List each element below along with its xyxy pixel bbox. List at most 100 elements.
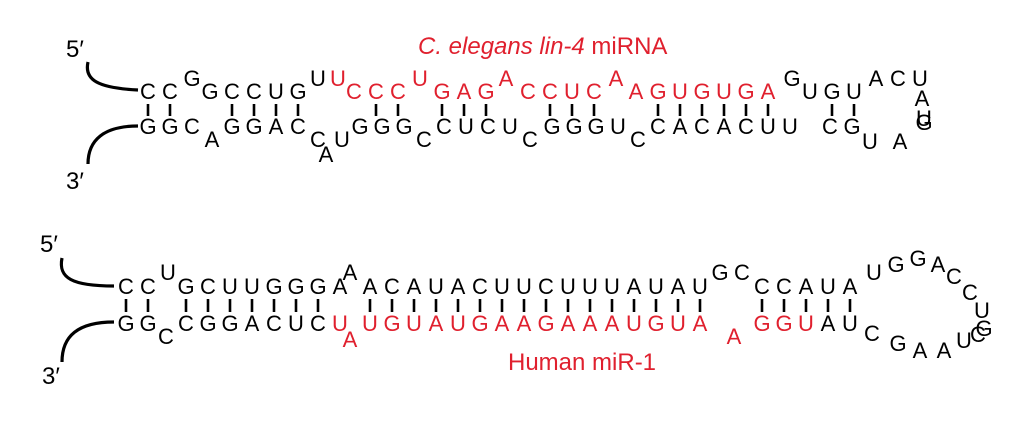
bottom-nucleotide: G (537, 311, 554, 336)
bottom-nucleotide: U (610, 114, 626, 139)
top-nucleotide: G (737, 79, 754, 104)
top-nucleotide: G (477, 79, 494, 104)
bottom-nucleotide: C (480, 114, 496, 139)
bottom-nucleotide: A (605, 311, 620, 336)
five-prime-tail (59, 257, 115, 288)
top-nucleotide: U (428, 274, 444, 299)
top-nucleotide: G (265, 274, 282, 299)
top-nucleotide: U (412, 66, 428, 91)
top-nucleotide: G (823, 79, 840, 104)
hairpin-label: C. elegans lin-4 miRNA (418, 33, 667, 60)
top-nucleotide: U (222, 274, 238, 299)
top-nucleotide: C (962, 280, 978, 305)
top-nucleotide: U (846, 79, 862, 104)
bottom-nucleotide: C (310, 311, 326, 336)
top-nucleotide: A (627, 274, 642, 299)
five-prime-label: 5′ (40, 231, 58, 258)
top-nucleotide: C (118, 274, 134, 299)
bottom-nucleotide: C (290, 114, 306, 139)
bottom-nucleotide: G (543, 114, 560, 139)
top-nucleotide: C (776, 274, 792, 299)
three-prime-tail (86, 124, 139, 165)
bottom-nucleotide: C (864, 321, 880, 346)
bottom-nucleotide: A (937, 338, 952, 363)
bottom-nucleotide: A (205, 127, 220, 152)
bottom-nucleotide: U (956, 328, 972, 353)
bottom-nucleotide: C (184, 114, 200, 139)
top-nucleotide: C (520, 79, 536, 104)
three-prime-tail (60, 320, 115, 363)
top-nucleotide: A (457, 79, 472, 104)
bottom-nucleotide: A (717, 114, 732, 139)
bottom-nucleotide: U (502, 114, 518, 139)
top-nucleotide: C (140, 79, 156, 104)
bottom-nucleotide: G (565, 114, 582, 139)
top-nucleotide: A (869, 66, 884, 91)
top-nucleotide: U (912, 66, 928, 91)
bottom-nucleotide: A (495, 311, 510, 336)
top-nucleotide: A (671, 274, 686, 299)
label-name: Human miR-1 (508, 349, 656, 376)
bottom-nucleotide: C (650, 114, 666, 139)
top-nucleotide: C (368, 79, 384, 104)
bottom-nucleotide: A (343, 327, 358, 352)
bottom-nucleotide: U (670, 311, 686, 336)
top-nucleotide: A (407, 274, 422, 299)
top-nucleotide: A (915, 86, 930, 111)
top-nucleotide: G (975, 316, 992, 341)
top-nucleotide: C (384, 274, 400, 299)
top-nucleotide: G (711, 260, 728, 285)
bottom-nucleotide: G (139, 311, 156, 336)
base-pair-bonds (124, 299, 852, 312)
hairpin-label: Human miR-1 (508, 349, 656, 376)
top-nucleotide: U (330, 66, 346, 91)
top-nucleotide: G (887, 252, 904, 277)
bottom-nucleotide: G (383, 311, 400, 336)
top-nucleotide: C (754, 274, 770, 299)
bottom-nucleotide: A (517, 311, 532, 336)
top-nucleotide: C (200, 274, 216, 299)
label-species: C. elegans lin-4 (418, 33, 585, 60)
bottom-nucleotide: A (673, 114, 688, 139)
top-nucleotide: G (183, 66, 200, 91)
top-nucleotide: A (343, 260, 358, 285)
bottom-nucleotide: G (471, 311, 488, 336)
top-nucleotide: A (799, 274, 814, 299)
top-nucleotide: U (268, 79, 284, 104)
top-nucleotide: A (843, 274, 858, 299)
bottom-nucleotide: G (139, 114, 156, 139)
bottom-nucleotide: A (269, 114, 284, 139)
top-nucleotide: C (140, 274, 156, 299)
top-nucleotide: C (346, 79, 362, 104)
bottom-nucleotide: G (199, 311, 216, 336)
bottom-nucleotide: A (693, 311, 708, 336)
bottom-nucleotide: C (178, 311, 194, 336)
top-nucleotide: A (363, 274, 378, 299)
top-nucleotide: A (629, 79, 644, 104)
bottom-nucleotide: U (626, 311, 642, 336)
top-nucleotide: U (648, 274, 664, 299)
top-nucleotide: C (542, 79, 558, 104)
bottom-nucleotide: C (694, 114, 710, 139)
bottom-nucleotide: C (266, 311, 282, 336)
top-nucleotide: C (586, 79, 602, 104)
top-nucleotide: C (390, 79, 406, 104)
bottom-nucleotide: U (862, 129, 878, 154)
bottom-nucleotide: A (561, 311, 576, 336)
base-pair-bonds (146, 104, 856, 116)
bottom-nucleotide: A (245, 311, 260, 336)
bottom-nucleotide: C (522, 127, 538, 152)
bottom-nucleotide: A (727, 324, 742, 349)
three-prime-label: 3′ (66, 168, 84, 195)
top-nucleotide: U (494, 274, 510, 299)
bottom-nucleotide: U (798, 311, 814, 336)
top-nucleotide: C (472, 274, 488, 299)
bottom-nucleotide: G (647, 311, 664, 336)
bottom-nucleotide: C (436, 114, 452, 139)
bottom-nucleotide: G (223, 114, 240, 139)
bottom-nucleotide: G (373, 114, 390, 139)
bottom-nucleotide: U (458, 114, 474, 139)
